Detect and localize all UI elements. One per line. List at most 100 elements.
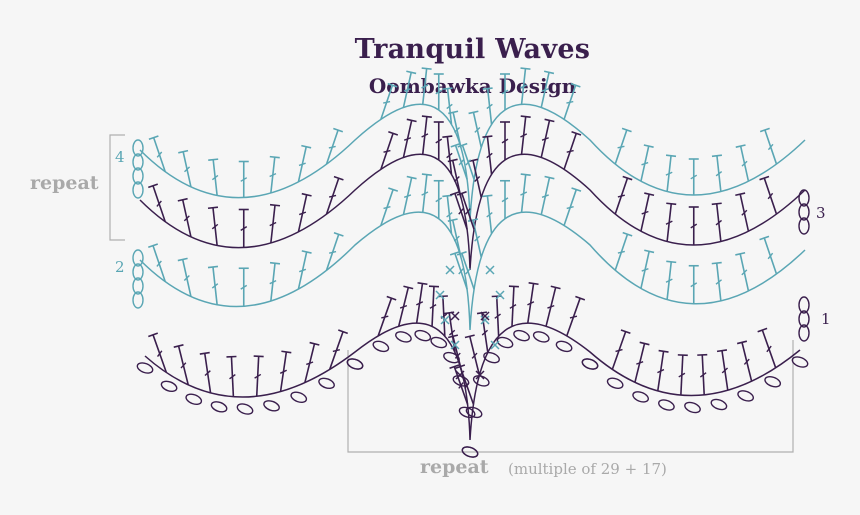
row-2-stitch — [759, 235, 778, 275]
row-1-stitch — [634, 341, 650, 383]
row-2-stitch — [421, 173, 432, 213]
row-4-stitch — [563, 82, 581, 120]
row-2-stitch — [297, 250, 312, 290]
chain-oval — [132, 181, 144, 199]
chain-oval — [606, 377, 624, 389]
row-2-stitch — [148, 243, 166, 282]
chain-oval — [710, 398, 728, 411]
row-3-stitch — [665, 202, 677, 242]
row-3-stitch — [449, 191, 468, 230]
chain-oval — [132, 139, 144, 157]
left-repeat-label: repeat — [30, 172, 99, 194]
chain-oval — [136, 362, 154, 374]
row-4-stitch — [759, 127, 778, 165]
row-2-stitch — [711, 261, 723, 301]
chain-oval — [513, 329, 530, 342]
row-4-stitch — [450, 142, 468, 180]
chain-oval — [132, 263, 144, 281]
chain-oval — [483, 351, 500, 364]
row-2-stitch — [269, 261, 281, 302]
single-crochet-x — [475, 370, 485, 380]
row-3-stitch — [614, 175, 633, 215]
chain-oval — [210, 401, 228, 413]
single-crochet-x — [445, 265, 455, 275]
pattern-title: Tranquil Waves — [354, 34, 591, 65]
chain-oval — [532, 331, 550, 343]
row-number-4: 4 — [115, 148, 125, 166]
single-crochet-x — [440, 315, 450, 325]
chain-oval — [185, 393, 203, 405]
row-1-stitch — [491, 295, 502, 337]
row-3-stitch — [540, 118, 555, 158]
row-4-stitch — [688, 158, 699, 195]
single-crochet-x — [455, 370, 465, 380]
row-1-stitch — [328, 329, 348, 370]
chain-oval — [160, 380, 178, 393]
chain-oval — [132, 167, 144, 185]
single-crochet-x — [480, 315, 490, 325]
row-1-stitch — [226, 355, 237, 397]
row-4-stitch — [457, 142, 475, 180]
chain-oval — [798, 217, 810, 235]
pattern-designer: Oombawka Design — [368, 74, 577, 98]
chain-oval — [632, 391, 649, 403]
row-1-stitch — [397, 285, 414, 327]
row-1-stitch — [697, 353, 708, 395]
row-1-stitch — [449, 364, 469, 405]
chain-oval — [798, 310, 810, 328]
chain-oval — [290, 391, 308, 403]
row-3-stitch — [447, 158, 462, 198]
row-3-stitch — [456, 191, 475, 230]
chain-oval — [581, 358, 599, 370]
row-2-stitch — [207, 265, 219, 305]
row-1-stitch — [757, 327, 777, 369]
row-1-stitch — [545, 285, 561, 327]
row-number-3: 3 — [816, 204, 826, 222]
row-3-stitch — [688, 206, 699, 245]
row-3-stitch — [269, 203, 281, 244]
row-1-stitch — [377, 295, 397, 337]
chain-oval — [372, 340, 390, 353]
left-repeat-bracket — [109, 134, 125, 241]
row-4-stitch — [402, 70, 417, 108]
row-3-stitch — [759, 175, 778, 215]
row-2-stitch — [688, 264, 699, 304]
row-3-stitch — [177, 197, 192, 238]
row-4-stitch — [711, 154, 723, 192]
row-4-stitch — [433, 73, 444, 110]
chain-oval — [555, 340, 573, 353]
row-2-stitch — [238, 267, 249, 307]
chain-oval — [798, 296, 810, 314]
row-4-stitch — [442, 87, 453, 125]
row-2-stitch — [456, 250, 475, 290]
row-3-stitch — [711, 202, 723, 242]
row-2-stitch — [325, 232, 344, 271]
single-crochet-x — [495, 290, 505, 300]
row-1-stitch — [464, 334, 481, 376]
bottom-repeat-bracket — [347, 340, 794, 453]
row-2-stitch — [449, 250, 468, 290]
chain-oval — [132, 291, 144, 309]
chain-oval — [263, 400, 280, 412]
row-1-stitch — [566, 295, 586, 337]
chain-oval — [346, 358, 364, 370]
row-3-stitch — [640, 192, 655, 232]
row-number-2: 2 — [115, 258, 125, 276]
chain-oval — [798, 189, 810, 207]
row-2-stitch — [735, 251, 750, 292]
row-1-stitch — [173, 344, 189, 386]
row-2-stitch — [665, 260, 677, 300]
row-3-stitch — [238, 208, 249, 248]
row-3-stitch — [148, 183, 166, 222]
row-2-stitch — [640, 249, 655, 289]
row-3-stitch — [500, 121, 510, 160]
row-4-stitch — [297, 144, 312, 183]
row-4-stitch — [482, 87, 493, 125]
row-1-stitch — [611, 329, 631, 370]
single-crochet-x — [450, 311, 460, 321]
chain-oval — [764, 375, 782, 388]
row-1-stitch — [279, 350, 292, 392]
row-2-stitch — [177, 257, 192, 297]
row-2-stitch — [614, 231, 633, 271]
